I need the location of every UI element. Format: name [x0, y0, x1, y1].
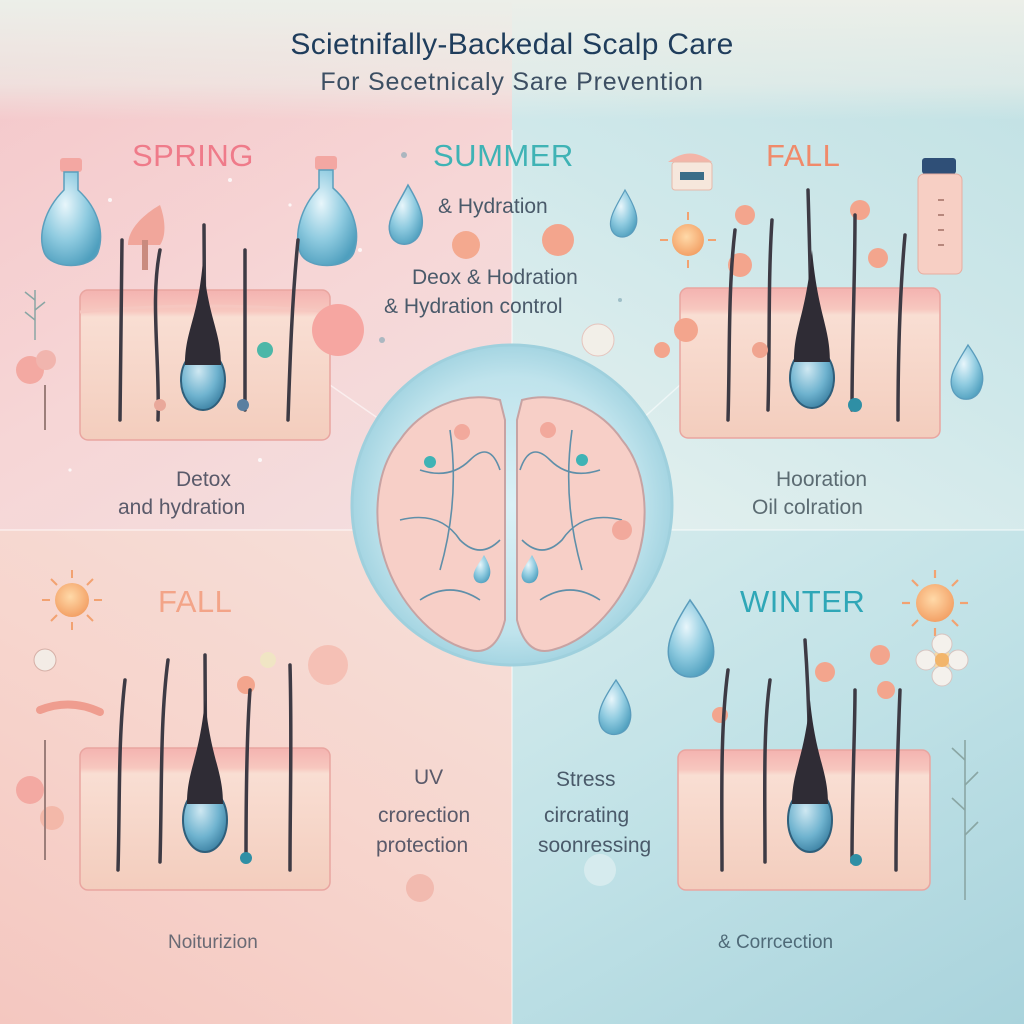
flower-icon	[33, 648, 57, 672]
bottle-icon	[917, 158, 963, 275]
fall-bottom-illustration	[16, 570, 434, 902]
flower-icon	[581, 323, 615, 357]
sun-icon	[902, 570, 968, 636]
flower-icon	[868, 248, 888, 268]
fall-top-label-2: Oil colration	[752, 496, 863, 519]
winter-footer: & Corrcection	[718, 932, 834, 953]
flower-icon	[542, 224, 574, 256]
winter-label-3: soonressing	[538, 834, 652, 857]
snowflake-dots	[379, 152, 622, 343]
fall-bottom-label-3: protection	[376, 834, 469, 857]
season-label-fall-bottom: FALL	[158, 584, 233, 619]
scalp-cross-section-fall-top	[679, 188, 941, 439]
sparkle-dots	[68, 178, 362, 472]
flower-icon	[674, 318, 698, 342]
season-label-spring: SPRING	[132, 138, 254, 173]
leaf-icon	[36, 700, 104, 716]
sprout-icon	[128, 205, 165, 270]
flower-icon	[877, 681, 895, 699]
flower-icon	[237, 676, 255, 694]
sun-icon	[660, 212, 716, 268]
flower-icon	[260, 652, 276, 668]
scalp-cross-section-winter	[677, 638, 931, 891]
bubble-icon	[312, 304, 364, 356]
flower-icon	[406, 874, 434, 902]
leaf-icon	[951, 740, 979, 900]
droplet-icon	[388, 183, 424, 245]
brain-icon	[350, 343, 674, 667]
leaf-icon	[24, 290, 46, 340]
summer-illustration	[379, 152, 638, 357]
fall-top-label-1: Hooration	[776, 468, 868, 491]
droplet-icon	[950, 343, 984, 400]
flower-icon	[850, 200, 870, 220]
winter-label-1: Stress	[556, 768, 616, 791]
summer-label-2: Dеox & Hodration	[412, 266, 578, 289]
scalp-cross-section-spring	[79, 223, 331, 441]
season-label-fall-top: FALL	[766, 138, 841, 173]
scalp-cross-section-fall-bottom	[79, 653, 331, 891]
droplet-icon	[609, 188, 638, 238]
summer-label-3: & Hydration control	[384, 295, 563, 318]
page-subtitle: For Secetnicaly Sare Prevention	[320, 68, 704, 96]
sun-icon	[42, 570, 102, 630]
flower-icon	[452, 231, 480, 259]
summer-label-1: & Hydration	[438, 195, 548, 218]
title-band	[0, 0, 1024, 120]
flower-icon	[308, 645, 348, 685]
flower-icon	[735, 205, 755, 225]
winter-illustration	[584, 570, 979, 900]
fall-bottom-footer: Noiturizion	[168, 932, 258, 953]
winter-label-2: circrating	[544, 804, 630, 827]
droplet-icon	[667, 598, 715, 678]
flower-icon	[915, 633, 969, 687]
flower-icon	[584, 854, 616, 886]
page-title: Scietnifally-Backedal Scalp Care	[290, 28, 734, 61]
flask-icon	[297, 156, 358, 267]
jar-icon	[668, 153, 713, 191]
fall-bottom-label-2: crorection	[378, 804, 471, 827]
spring-label-1: Detox	[176, 468, 231, 491]
flower-icon	[815, 662, 835, 682]
season-label-winter: WINTER	[740, 584, 866, 619]
fall-top-illustration	[654, 153, 984, 439]
flower-icon	[654, 342, 670, 358]
droplet-icon	[598, 678, 632, 736]
fall-bottom-label-1: UV	[414, 766, 444, 789]
flower-icon	[870, 645, 890, 665]
season-label-summer: SUMMER	[433, 138, 574, 173]
flower-icon	[16, 740, 64, 860]
spring-label-2: and hydration	[118, 496, 246, 519]
flask-icon	[41, 158, 102, 267]
flower-icon	[16, 350, 56, 430]
spring-illustration	[16, 156, 364, 472]
